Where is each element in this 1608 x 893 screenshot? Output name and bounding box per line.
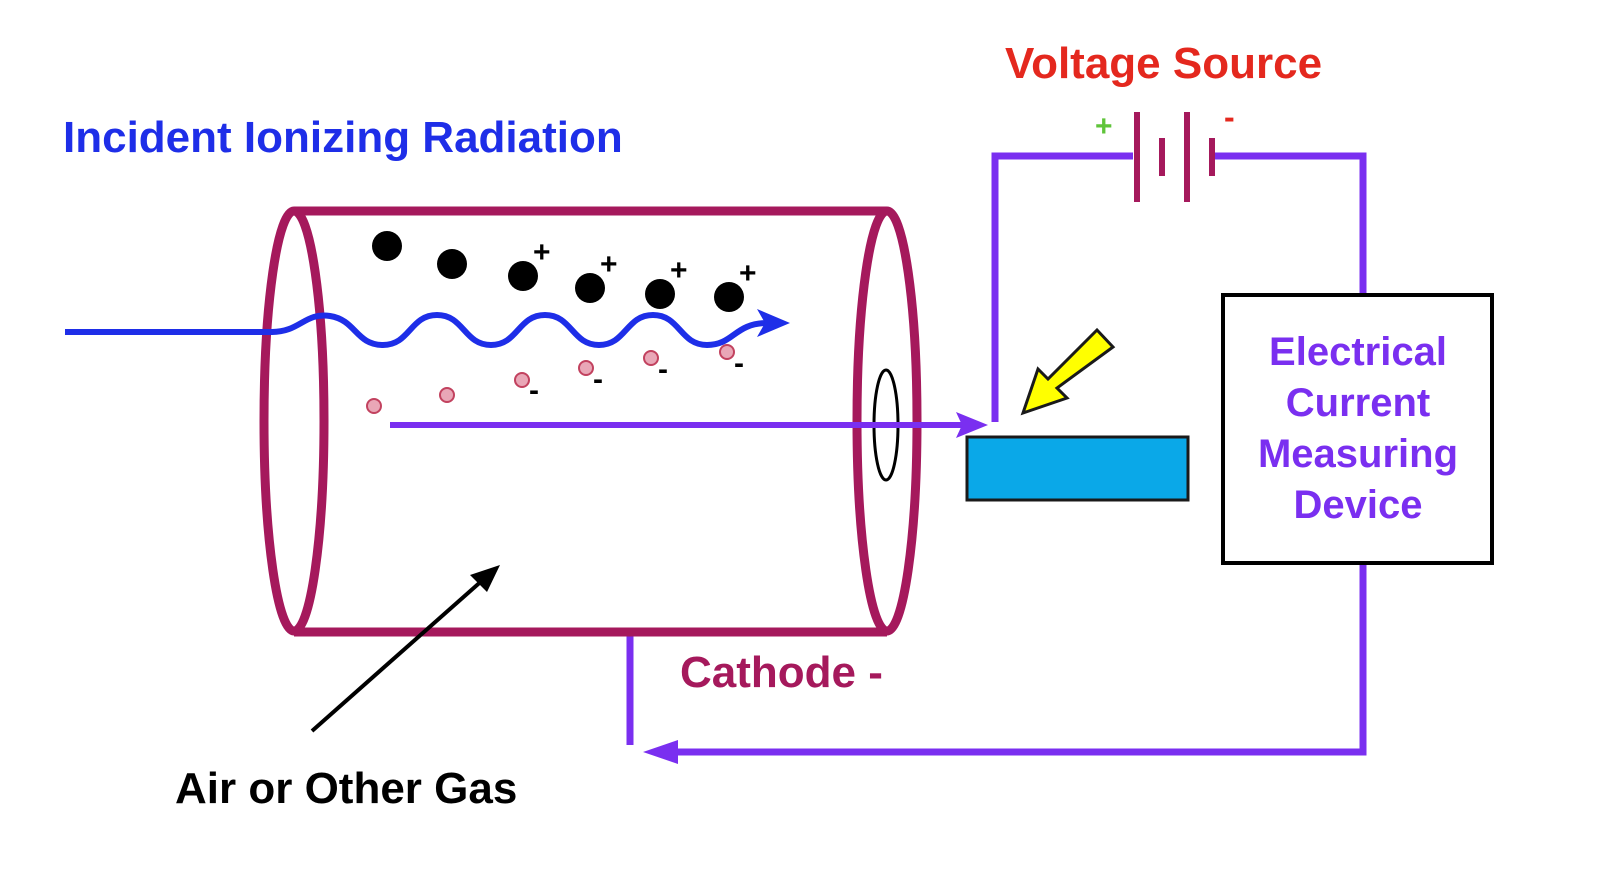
measuring-device-line: Current [1286,381,1430,425]
gas-chamber-tube [259,206,922,637]
minus-sign: - [529,374,539,407]
tube-right-end [852,206,922,636]
cathode-label: Cathode - [680,648,883,697]
meter-return-wire [660,563,1367,756]
plus-sign: + [533,236,551,269]
electron-dot [366,398,382,414]
voltage-source-label: Voltage Source [1005,39,1322,88]
electron-dot [514,372,530,388]
battery-minus-sign: - [1224,99,1235,135]
plus-sign: + [739,257,757,290]
ion-dot [437,249,467,279]
ion-dot [575,273,605,303]
measuring-device-label: Electrical Current Measuring Device [1258,330,1458,527]
radiation-arrowhead [757,309,790,337]
radiation-wave [65,311,769,349]
tube-left-end [259,206,329,636]
battery-to-meter-wire [1213,152,1367,296]
yellow-pointer-arrow-icon [1020,327,1116,416]
minus-sign: - [734,347,744,380]
minus-sign: - [658,353,668,386]
electron-dot [439,387,455,403]
ion-dot [508,261,538,291]
plus-sign: + [600,248,618,281]
electron-flow-arrowhead [956,412,988,438]
battery-plus-sign: + [1095,110,1113,143]
circuit-wires [626,152,1367,756]
measuring-device-line: Device [1294,483,1423,527]
ion-dot [714,282,744,312]
anode-collector-plate [965,435,1190,502]
ion-dot [372,231,402,261]
positive-ions [372,231,744,312]
battery-icon [1134,112,1215,202]
electrons [366,344,735,414]
electron-dot [578,360,594,376]
electron-dot [719,344,735,360]
minus-sign: - [593,363,603,396]
anode-wire [991,152,1133,422]
positive-ion-signs: + + + + [533,236,757,290]
electron-signs: - - - - [529,347,744,407]
measuring-device-line: Electrical [1269,330,1447,374]
gas-pointer-arrowhead [470,565,500,592]
electron-dot [643,350,659,366]
ion-dot [645,279,675,309]
measuring-device-line: Measuring [1258,432,1458,476]
plus-sign: + [670,254,688,287]
return-current-arrowhead [643,740,678,764]
incident-radiation-label: Incident Ionizing Radiation [63,113,623,162]
gas-label: Air or Other Gas [175,764,517,813]
gas-pointer-line [310,576,487,733]
current-measuring-device-box [1221,293,1494,565]
